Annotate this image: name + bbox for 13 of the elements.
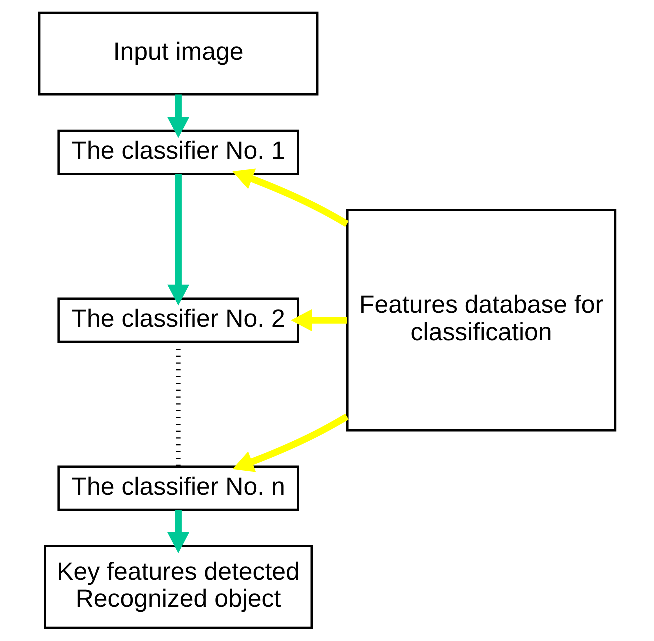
node-box: The classifier No. 1 <box>57 130 299 176</box>
node-box: Key features detected Recognized object <box>44 545 313 630</box>
arrow <box>167 174 190 306</box>
arrow <box>167 94 190 138</box>
node-box: The classifier No. 2 <box>57 298 299 344</box>
arrow <box>232 414 348 472</box>
node-box: Features database for classification <box>346 209 616 432</box>
arrow <box>290 310 347 332</box>
arrow <box>232 168 348 228</box>
node-box: The classifier No. n <box>57 466 299 512</box>
node-box: Input image <box>38 12 318 96</box>
connector <box>176 342 180 466</box>
arrow <box>167 510 190 554</box>
